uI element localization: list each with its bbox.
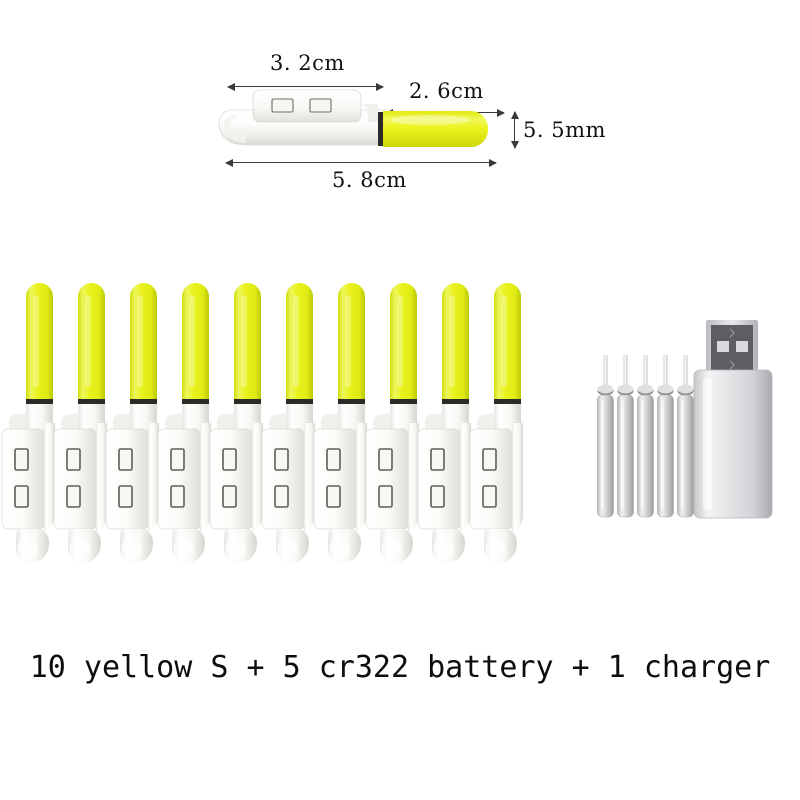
battery-5	[677, 354, 694, 518]
dimension-label-total-length: 5. 8cm	[332, 168, 407, 192]
glow-stick-8	[365, 282, 420, 564]
usb-contact-pad-2	[736, 341, 748, 352]
dimension-label-rod-length: 2. 6cm	[409, 79, 484, 103]
battery-2	[617, 354, 634, 518]
glow-stick-row	[1, 282, 524, 564]
charger-body-highlight	[703, 378, 712, 510]
dimension-label-rod-diameter: 5. 5mm	[523, 118, 606, 142]
glow-stick-4	[157, 282, 212, 564]
usb-charger	[693, 320, 773, 519]
diagram-product-horizontal	[218, 89, 488, 147]
diagram-glow-rod	[383, 111, 488, 147]
diagram-band	[378, 112, 383, 146]
product-caption: 10 yellow S + 5 cr322 battery + 1 charge…	[29, 650, 771, 685]
glow-stick-10	[469, 282, 524, 564]
usb-logo-mark-2	[729, 360, 735, 370]
diagram-clip-slot-1	[271, 98, 294, 113]
battery-1	[597, 354, 614, 518]
glow-stick-5	[209, 282, 264, 564]
glow-stick-7	[313, 282, 368, 564]
dimension-arrow-rod-diameter	[510, 111, 519, 149]
charger-body	[693, 369, 773, 519]
dimension-label-clip-length: 3. 2cm	[270, 51, 345, 75]
usb-logo-mark	[729, 328, 735, 338]
battery-4	[657, 354, 674, 518]
usb-contact-pad-1	[717, 341, 729, 352]
dimension-arrow-total-length	[225, 158, 497, 167]
dimension-arrow-clip-length	[227, 82, 384, 91]
diagram-clip-notch	[361, 104, 378, 122]
diagram-clip-hook	[224, 115, 246, 143]
diagram-clip-slot-2	[309, 98, 332, 113]
diagram-glow-rod-highlight	[390, 115, 470, 125]
diagram-glow-rod-base	[383, 111, 403, 147]
diagram-clip-slot-plate	[252, 89, 362, 123]
glow-stick-2	[53, 282, 108, 564]
battery-3	[637, 354, 654, 518]
battery-group	[597, 354, 694, 518]
glow-stick-6	[261, 282, 316, 564]
glow-stick-3	[105, 282, 160, 564]
glow-stick-1	[1, 282, 56, 564]
glow-stick-9	[417, 282, 472, 564]
